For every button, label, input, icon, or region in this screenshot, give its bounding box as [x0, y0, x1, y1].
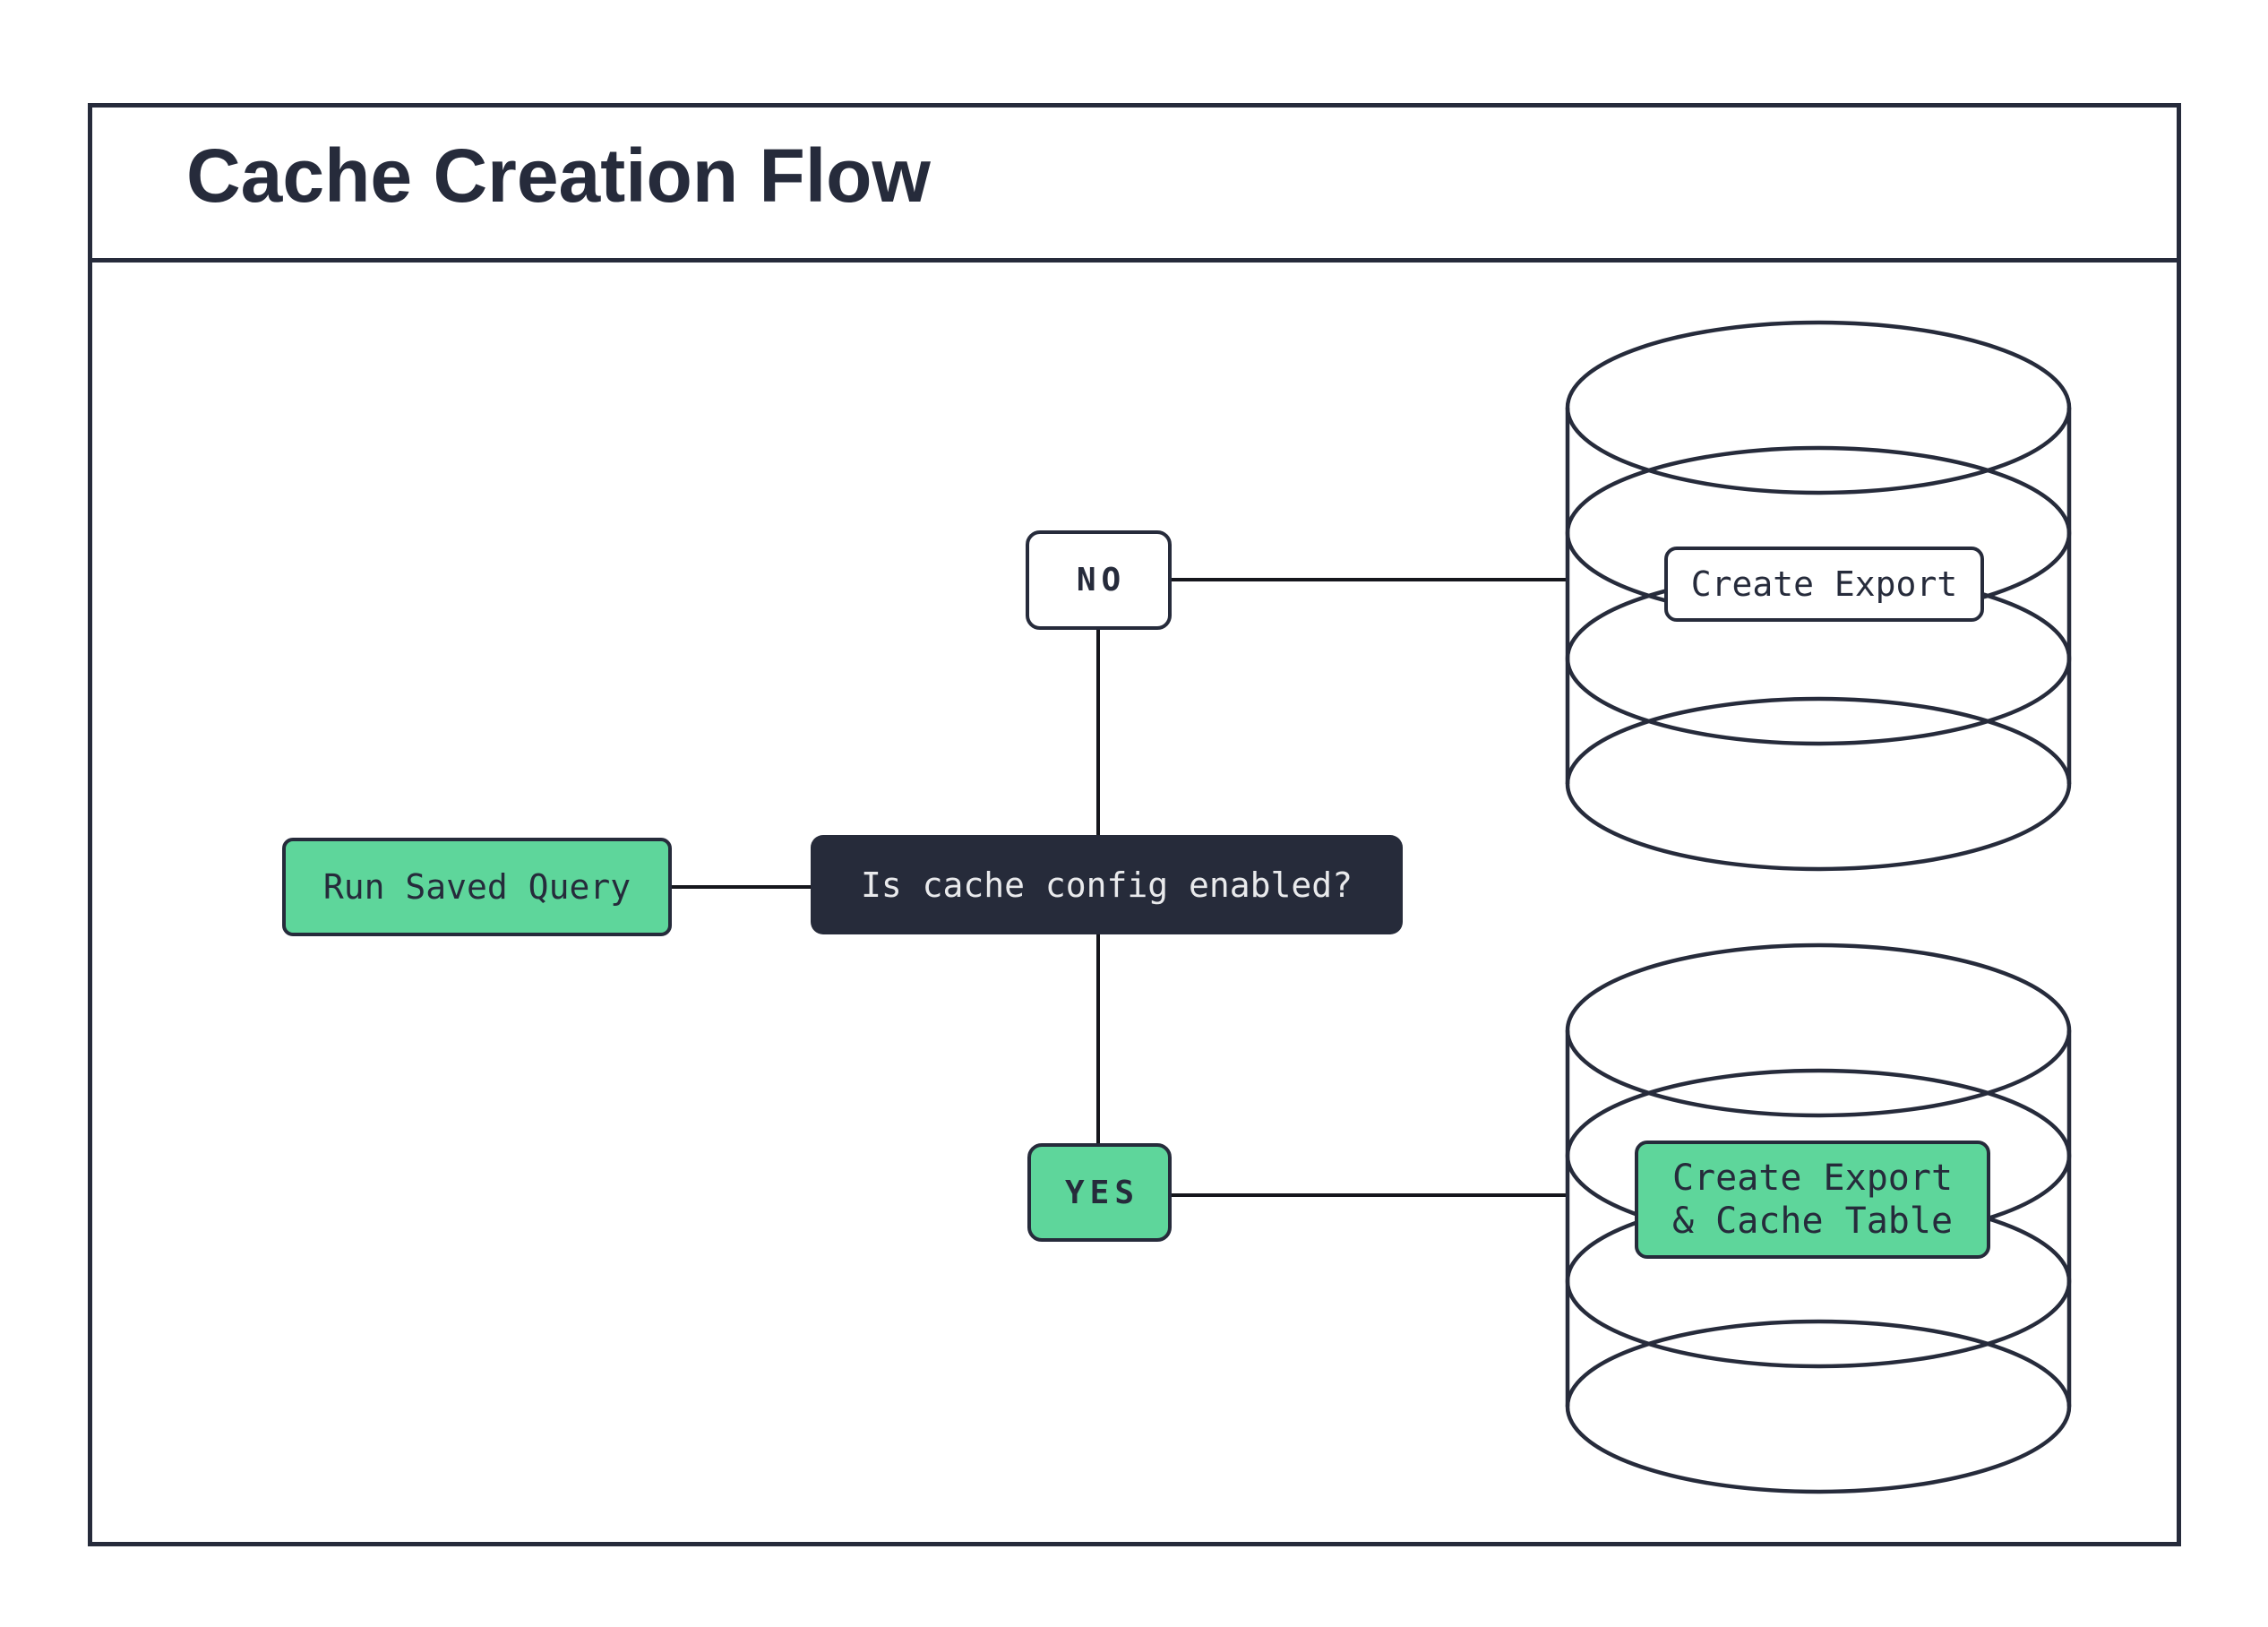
label-create-export-cache-table: Create Export & Cache Table	[1635, 1141, 1990, 1259]
node-branch-no: NO	[1026, 530, 1172, 630]
flowchart-header: Cache Creation Flow	[92, 108, 2177, 263]
label-create-export: Create Export	[1664, 547, 1984, 622]
node-run-saved-query: Run Saved Query	[282, 838, 672, 936]
page-title: Cache Creation Flow	[186, 133, 931, 218]
node-decision-cache-config: Is cache config enabled?	[811, 835, 1403, 934]
node-branch-yes: YES	[1027, 1143, 1172, 1242]
label-cache-line2: & Cache Table	[1671, 1201, 1954, 1242]
label-cache-line1: Create Export	[1671, 1158, 1954, 1199]
